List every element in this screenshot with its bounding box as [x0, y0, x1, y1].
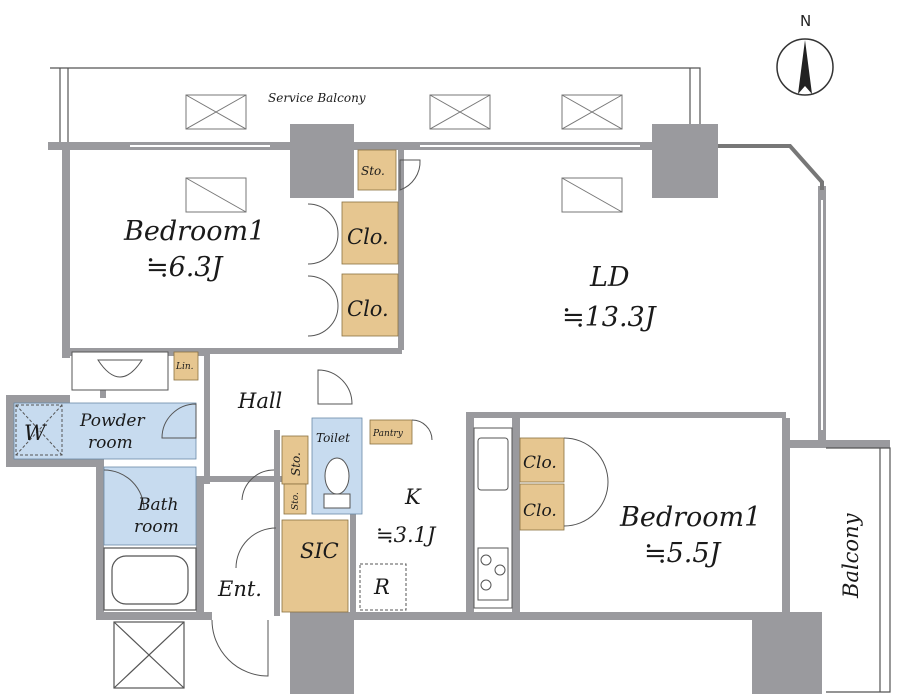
lin	[173, 351, 199, 381]
washer-label: W	[24, 421, 48, 445]
refrigerator-box	[359, 563, 407, 611]
sto-hall-label: Sto.	[289, 452, 303, 476]
balcony-outline	[826, 447, 891, 693]
pipe-space	[113, 621, 185, 689]
bedroom1-size: ≒6.3J	[146, 252, 225, 283]
sic	[281, 519, 349, 613]
clo-2	[341, 273, 399, 337]
bath-room-line2: room	[134, 517, 179, 537]
kitchen-size: ≒3.1J	[376, 523, 437, 547]
bath-area	[103, 466, 197, 546]
clo-1-label: Clo.	[347, 225, 389, 249]
bedroom2-size: ≒5.5J	[644, 538, 723, 569]
toilet-fixture	[323, 457, 351, 509]
bath-room-line1: Bath	[137, 495, 178, 515]
sic-label: SIC	[300, 539, 339, 563]
clo-1	[341, 201, 399, 265]
clo-4-label: Clo.	[523, 501, 557, 521]
bathtub	[103, 547, 197, 611]
powder-room-line1: Powder	[79, 411, 145, 431]
washer-box	[15, 404, 63, 456]
sto-small	[283, 483, 307, 515]
ld-size: ≒13.3J	[562, 302, 658, 333]
clo-3-label: Clo.	[523, 453, 557, 473]
sto-small-label: Sto.	[291, 492, 301, 510]
kitchen-name: K	[404, 485, 422, 509]
compass: N	[776, 12, 834, 96]
vanity	[71, 351, 169, 391]
pantry	[369, 419, 413, 445]
sto-hall	[281, 435, 309, 485]
balcony-label: Balcony	[839, 512, 863, 599]
doors	[103, 159, 609, 677]
powder-room-area	[13, 402, 197, 460]
ac-units	[185, 94, 623, 213]
kitchen-counter	[473, 427, 513, 609]
bay-window	[718, 144, 824, 190]
entrance-label: Ent.	[217, 577, 262, 601]
pantry-label: Pantry	[372, 429, 404, 439]
powder-room-line2: room	[88, 433, 133, 453]
linen-label: Lin.	[175, 362, 194, 372]
hall-label: Hall	[237, 389, 282, 413]
sto-top	[357, 149, 397, 191]
clo-2-label: Clo.	[347, 297, 389, 321]
windows	[130, 145, 823, 430]
north-label: N	[800, 12, 811, 30]
clo-4	[519, 483, 565, 531]
storage-areas	[173, 149, 565, 613]
ld-name: LD	[589, 262, 630, 293]
bedroom1-name: Bedroom1	[123, 216, 265, 247]
sto-top-label: Sto.	[361, 164, 385, 178]
clo-3	[519, 437, 565, 483]
toilet-label: Toilet	[316, 431, 350, 445]
service-balcony-label: Service Balcony	[268, 91, 366, 105]
refrigerator-label: R	[373, 575, 390, 599]
service-balcony-outline	[50, 67, 701, 142]
bedroom2-name: Bedroom1	[619, 502, 761, 533]
walls	[6, 124, 890, 694]
